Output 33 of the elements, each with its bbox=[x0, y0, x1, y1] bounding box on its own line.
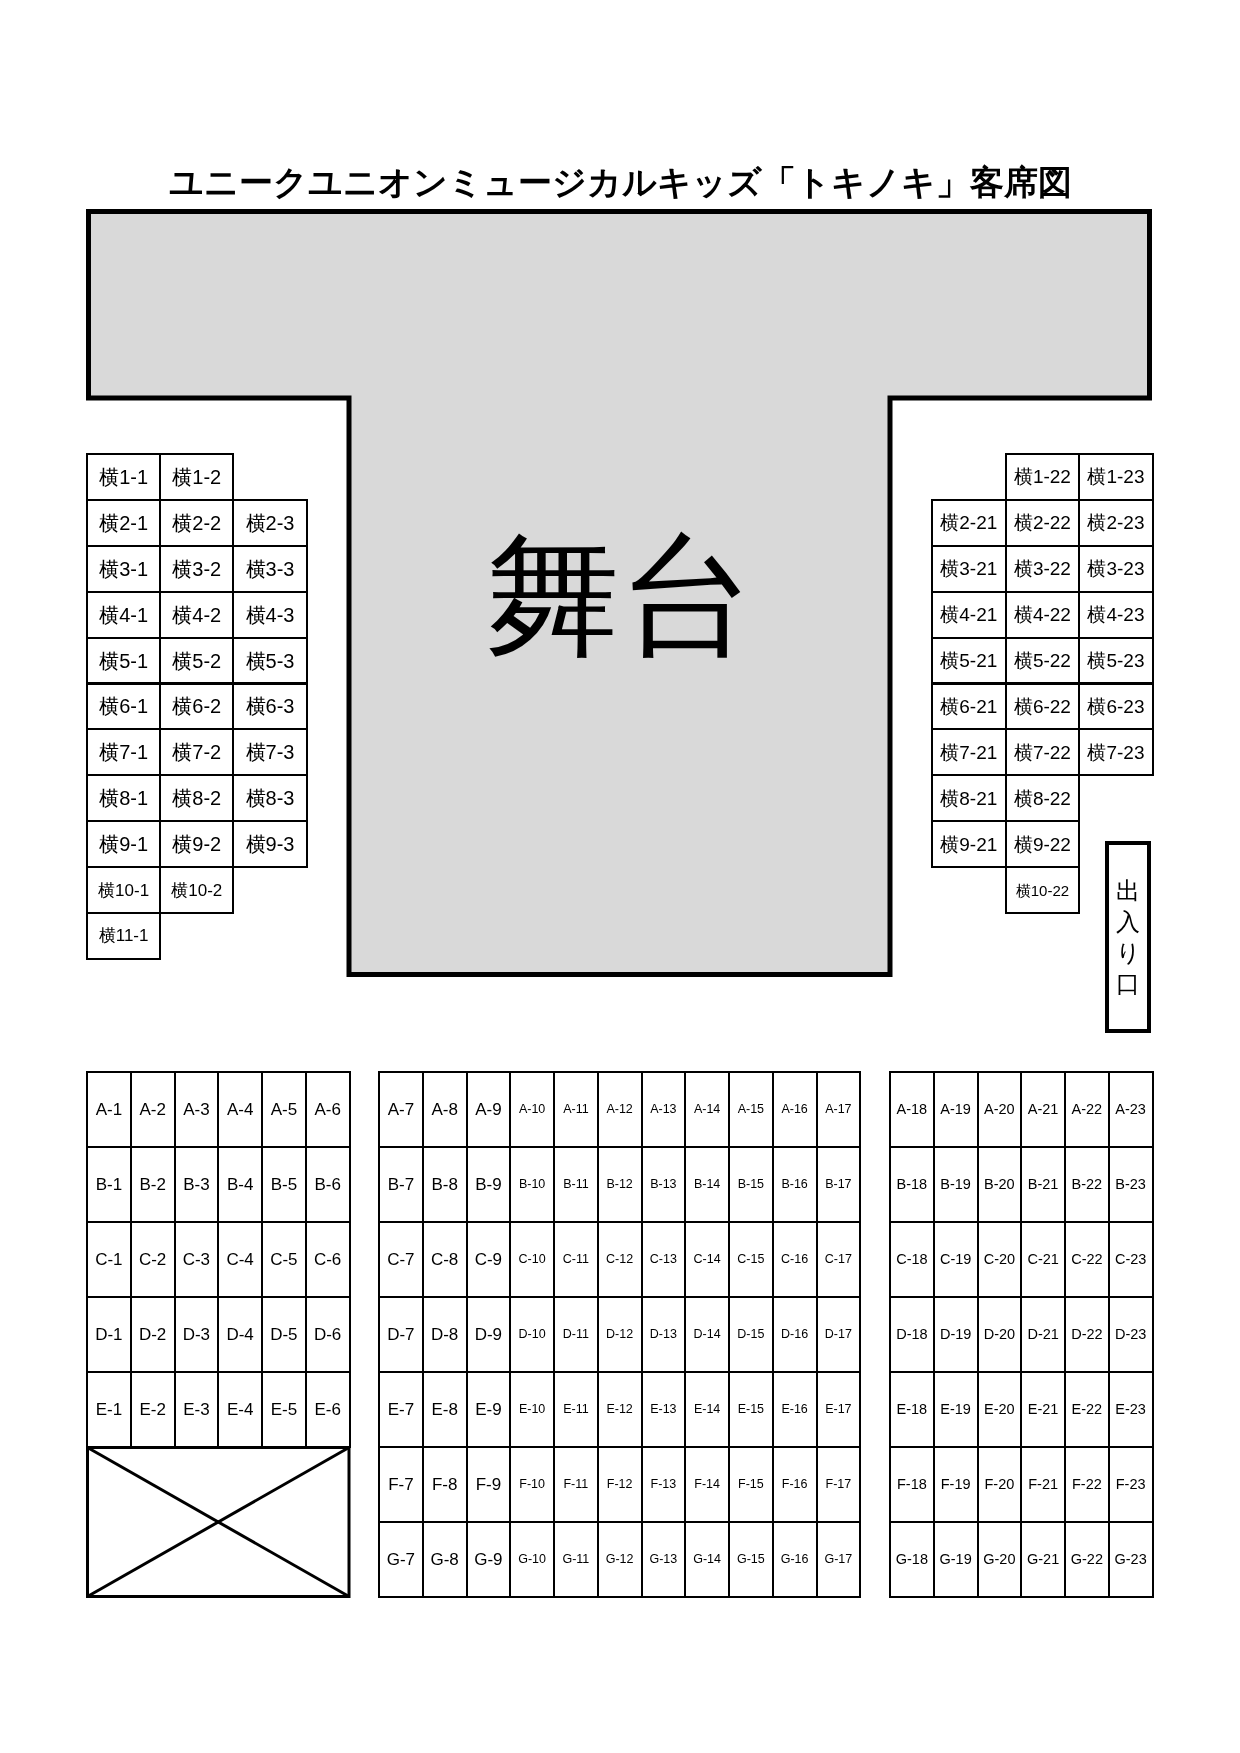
seat: 横7-23 bbox=[1078, 728, 1154, 777]
seat: 横5-1 bbox=[86, 636, 162, 685]
seat: 横6-3 bbox=[232, 682, 308, 731]
seat: 横1-1 bbox=[86, 453, 162, 501]
seat: G-23 bbox=[1107, 1521, 1154, 1598]
seat: 横10-2 bbox=[159, 866, 235, 914]
stage-area bbox=[86, 209, 1152, 977]
title: ユニークユニオンミュージカルキッズ「トキノキ」客席図 bbox=[168, 162, 1072, 203]
crossed-out-box bbox=[86, 1446, 351, 1598]
seat: A-23 bbox=[1107, 1071, 1154, 1148]
seat: G-7 bbox=[378, 1521, 424, 1598]
seat: 横5-23 bbox=[1078, 636, 1154, 685]
seat: 横1-2 bbox=[159, 453, 235, 501]
seat: 横5-21 bbox=[931, 636, 1007, 685]
seat: 横2-21 bbox=[931, 498, 1007, 547]
seat: 横5-3 bbox=[232, 636, 308, 685]
seat: 横9-21 bbox=[931, 820, 1007, 869]
seat: A-18 bbox=[889, 1071, 935, 1148]
seat: 横10-22 bbox=[1004, 866, 1081, 914]
seat: G-17 bbox=[815, 1521, 862, 1598]
seat: 横1-23 bbox=[1078, 453, 1154, 501]
stage-label: 舞台 bbox=[485, 529, 754, 663]
seat: 横2-3 bbox=[232, 498, 308, 547]
seat: 横1-22 bbox=[1004, 453, 1081, 501]
seat: G-18 bbox=[889, 1521, 935, 1598]
seat: A-6 bbox=[304, 1071, 351, 1148]
seat: A-7 bbox=[378, 1071, 424, 1148]
seat: 横11-1 bbox=[86, 912, 162, 960]
seat: 横9-3 bbox=[232, 820, 308, 869]
seat: A-1 bbox=[86, 1071, 132, 1148]
seat: 横6-23 bbox=[1078, 682, 1154, 731]
entrance-sign: 出入り口 bbox=[1105, 841, 1151, 1033]
seat: A-17 bbox=[815, 1071, 862, 1148]
